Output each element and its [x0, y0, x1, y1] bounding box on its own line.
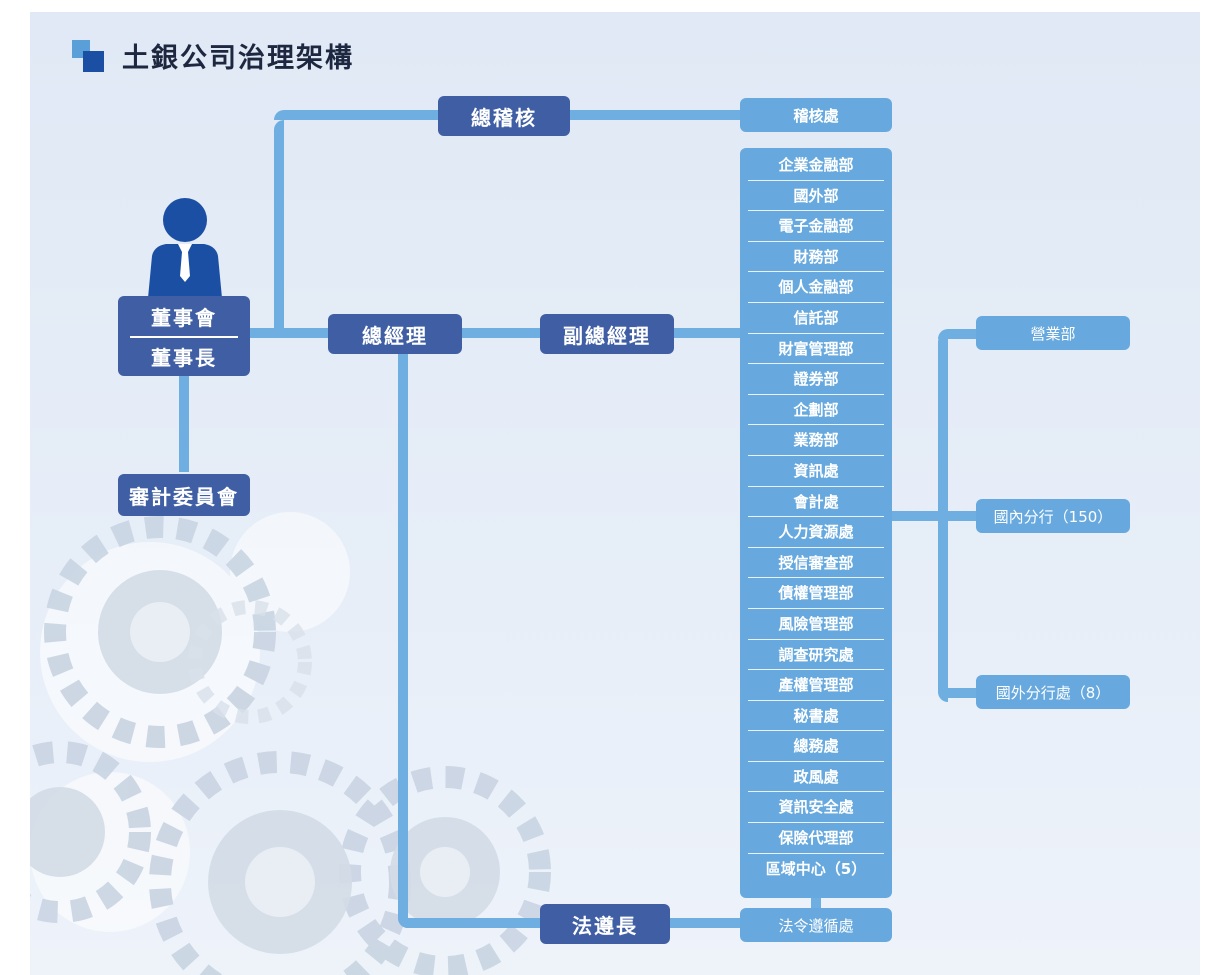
department-item: 企業金融部	[748, 150, 884, 181]
connector-to-domestic-branches	[938, 511, 980, 521]
department-item: 信託部	[748, 303, 884, 334]
department-item: 會計處	[748, 487, 884, 518]
compliance-office-box: 法令遵循處	[740, 908, 892, 942]
connector-depts-to-branches	[892, 511, 940, 521]
department-item: 區域中心（5）	[765, 859, 867, 878]
department-item: 業務部	[748, 425, 884, 456]
connector-board-to-president	[250, 328, 340, 338]
connector-depts-to-compliance-office	[811, 896, 821, 912]
person-silhouette-icon	[148, 198, 222, 298]
connector-compliance-chief-to-office	[666, 918, 746, 928]
board-chairman-label: 董事長	[151, 345, 217, 370]
department-item: 企劃部	[748, 395, 884, 426]
overseas-branches-box: 國外分行處（8）	[976, 675, 1130, 709]
connector-president-to-vp	[462, 328, 550, 338]
connector-president-to-compliance-vertical	[398, 338, 408, 928]
connector-chief-auditor-to-office	[570, 110, 745, 120]
board-divider	[130, 336, 238, 338]
connector-board-to-committee	[179, 376, 189, 472]
connector-board-to-audit-vertical	[274, 120, 284, 334]
gears-background	[30, 512, 551, 975]
domestic-branches-box: 國內分行（150）	[976, 499, 1130, 533]
vice-president-box: 副總經理	[540, 314, 674, 354]
department-item: 個人金融部	[748, 272, 884, 303]
department-item: 人力資源處	[748, 517, 884, 548]
department-item: 債權管理部	[748, 578, 884, 609]
chief-auditor-box: 總稽核	[438, 96, 570, 136]
department-item: 政風處	[748, 762, 884, 793]
title-squares-icon	[72, 39, 104, 72]
connector-to-compliance-chief	[398, 918, 543, 928]
department-item: 保險代理部	[748, 823, 884, 854]
connector-to-business-dept	[938, 329, 980, 339]
president-box: 總經理	[328, 314, 462, 354]
department-item: 財富管理部	[748, 334, 884, 365]
title-row: 土銀公司治理架構	[72, 36, 354, 75]
department-item: 資訊安全處	[748, 792, 884, 824]
connector-vp-to-depts	[674, 328, 744, 338]
connector-to-chief-auditor	[274, 110, 444, 120]
department-item: 國外部	[748, 181, 884, 212]
department-item: 財務部	[748, 242, 884, 273]
department-item: 授信審查部	[748, 548, 884, 579]
page-title: 土銀公司治理架構	[122, 43, 354, 74]
board-box: 董事會 董事長	[118, 296, 250, 376]
department-item: 資訊處	[748, 456, 884, 487]
department-item: 秘書處	[748, 701, 884, 732]
board-directors-label: 董事會	[151, 305, 217, 330]
compliance-chief-box: 法遵長	[540, 904, 670, 944]
audit-committee-box: 審計委員會	[118, 474, 250, 516]
department-item: 總務處	[748, 731, 884, 762]
department-item: 產權管理部	[748, 670, 884, 701]
audit-office-box: 稽核處	[740, 98, 892, 132]
department-item: 風險管理部	[748, 609, 884, 640]
department-item: 調查研究處	[748, 640, 884, 671]
org-chart-canvas: 土銀公司治理架構 董事會 董事長 審計委員會 總稽核 稽核處 總經理 副總經理 …	[30, 12, 1200, 975]
department-list: 企業金融部國外部電子金融部財務部個人金融部信託部財富管理部證券部企劃部業務部資訊…	[740, 148, 892, 898]
connector-to-overseas-branches	[938, 688, 980, 698]
department-item: 電子金融部	[748, 211, 884, 242]
business-dept-box: 營業部	[976, 316, 1130, 350]
department-item: 證券部	[748, 364, 884, 395]
